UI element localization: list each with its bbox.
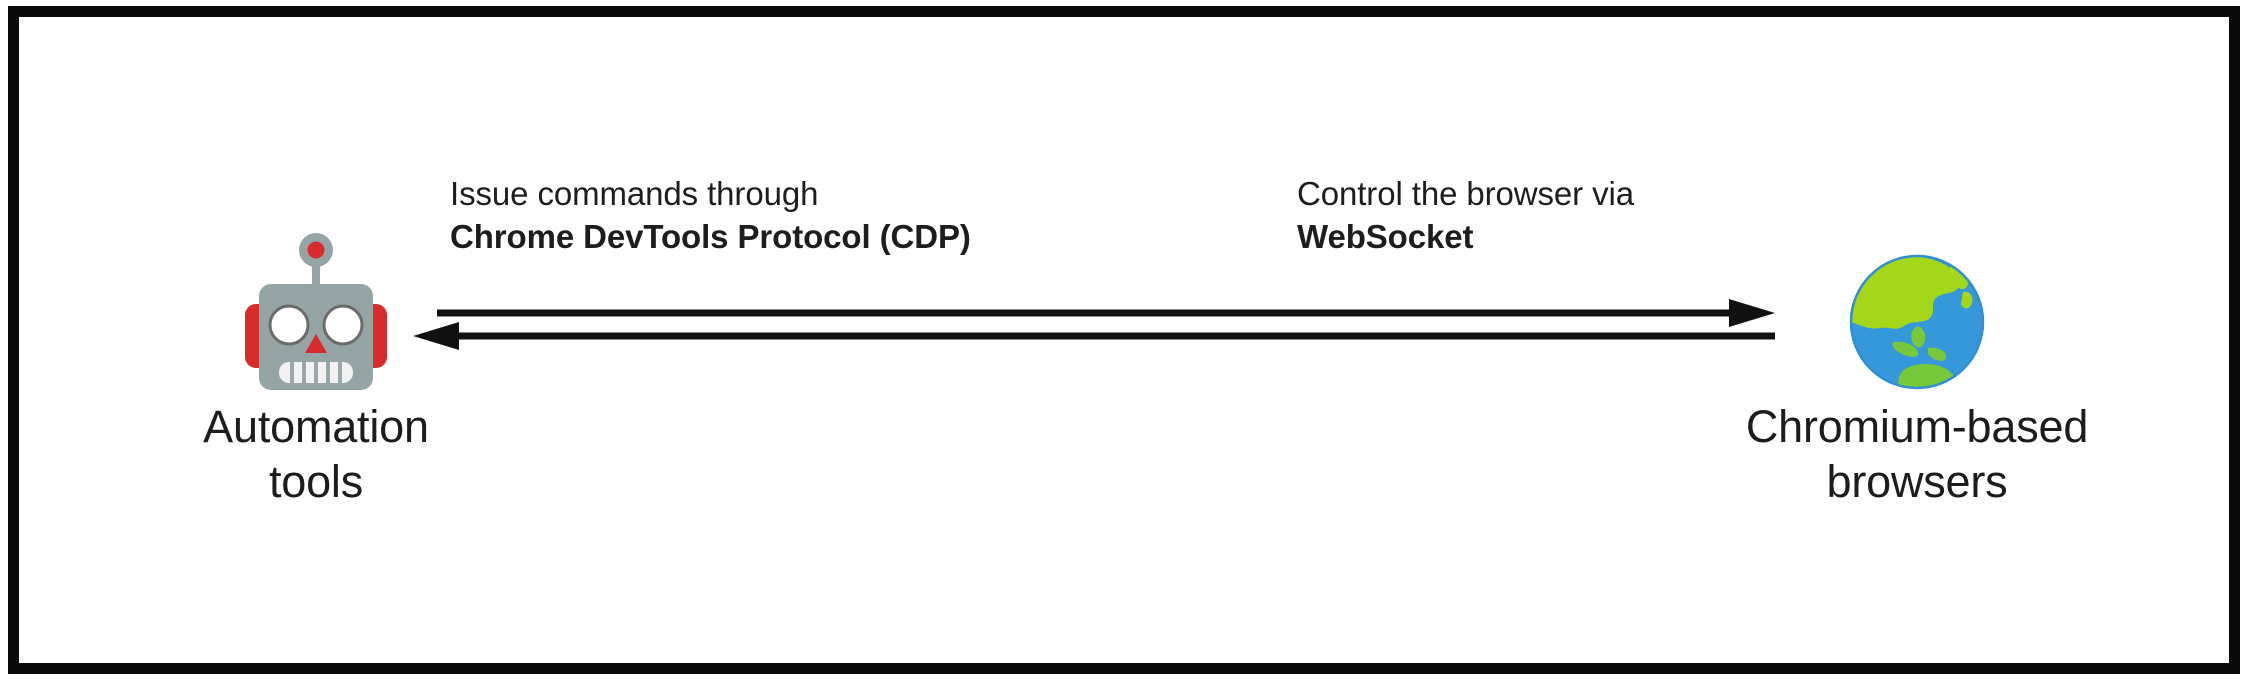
edge-label-websocket-line1: Control the browser via bbox=[1297, 175, 1635, 212]
diagram-frame: Automation tools bbox=[8, 6, 2240, 674]
edge-label-cdp: Issue commands through Chrome DevTools P… bbox=[450, 173, 971, 259]
edge-label-cdp-line2: Chrome DevTools Protocol (CDP) bbox=[450, 217, 971, 255]
robot-icon bbox=[231, 222, 401, 392]
edge-label-websocket-line2: WebSocket bbox=[1297, 217, 1474, 255]
globe-asia-australia-icon bbox=[1832, 222, 2002, 392]
edge-label-websocket: Control the browser via WebSocket bbox=[1297, 173, 1634, 259]
node-label-automation-tools: Automation tools bbox=[203, 401, 429, 507]
diagram-canvas: Automation tools bbox=[19, 17, 2229, 663]
arrow-right-cdp bbox=[437, 299, 1775, 327]
node-automation-tools: Automation tools bbox=[106, 222, 526, 510]
arrow-left-websocket bbox=[413, 322, 1775, 350]
edge-label-cdp-line1: Issue commands through bbox=[450, 175, 819, 212]
node-chromium-browsers: Chromium-based browsers bbox=[1707, 222, 2127, 510]
node-label-chromium-browsers: Chromium-based browsers bbox=[1745, 401, 2089, 507]
